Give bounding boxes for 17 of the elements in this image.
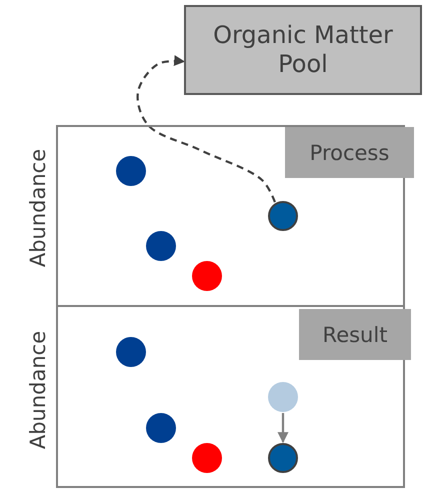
panel-tag: Process [285, 127, 414, 178]
data-point [146, 413, 176, 443]
axis-label: Abundance [26, 330, 50, 450]
arrow [136, 55, 276, 203]
data-point [192, 261, 222, 291]
data-point [192, 443, 222, 473]
data-point [268, 201, 298, 231]
data-point [268, 443, 298, 473]
data-point [268, 382, 298, 412]
data-point [146, 231, 176, 261]
data-point [116, 337, 146, 367]
pool-box [184, 5, 422, 95]
data-point [116, 156, 146, 186]
axis-label: Abundance [26, 148, 50, 268]
panel-tag: Result [299, 309, 411, 360]
arrow [278, 413, 288, 444]
box-label: Organic Matter Pool [212, 21, 394, 79]
